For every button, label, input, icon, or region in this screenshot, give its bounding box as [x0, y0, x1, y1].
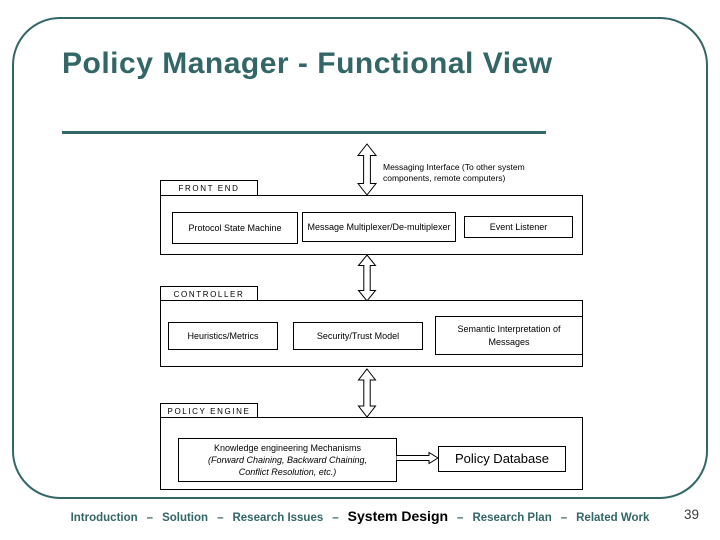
footer-nav-solution[interactable]: Solution: [162, 512, 209, 524]
policy-engine-section-label: POLICY ENGINE: [160, 403, 258, 418]
footer-nav-related-work[interactable]: Related Work: [576, 512, 650, 524]
knowledge-mechanisms-line1: Knowledge engineering Mechanisms: [213, 442, 362, 453]
footer-separator: –: [146, 512, 154, 524]
knowledge-mechanisms-line2: (Forward Chaining, Backward Chaining,: [207, 454, 368, 465]
footer-separator: –: [457, 512, 464, 524]
messaging-interface-note: Messaging Interface (To other system com…: [383, 162, 525, 184]
double-arrow-messaging-icon: [356, 143, 378, 196]
footer-nav-research-plan[interactable]: Research Plan: [472, 512, 552, 524]
controller-section-label: CONTROLLER: [160, 286, 258, 301]
double-arrow-controller-policyengine-icon: [357, 368, 377, 418]
footer-separator: –: [332, 512, 339, 524]
heuristics-metrics-box: Heuristics/Metrics: [168, 322, 278, 350]
knowledge-mechanisms-box: Knowledge engineering Mechanisms (Forwar…: [178, 438, 397, 482]
footer-section-nav: Introduction – Solution – Research Issue…: [70, 508, 650, 530]
footer-nav-research-issues[interactable]: Research Issues: [232, 512, 324, 524]
footer-nav-system-design[interactable]: System Design: [347, 508, 449, 524]
message-multiplexer-box: Message Multiplexer/De-multiplexer: [302, 212, 456, 242]
front-end-section-label: FRONT END: [160, 180, 258, 196]
knowledge-mechanisms-line3: Conflict Resolution, etc.): [238, 467, 337, 478]
policy-database-box: Policy Database: [438, 446, 566, 472]
title-underline: [62, 131, 546, 134]
page-title: Policy Manager - Functional View: [62, 47, 553, 80]
footer-separator: –: [560, 512, 568, 524]
footer-separator: –: [217, 512, 224, 524]
protocol-state-machine-box: Protocol State Machine: [172, 212, 298, 244]
slide-border: [12, 17, 708, 499]
page-number: 39: [684, 507, 700, 522]
double-arrow-frontend-controller-icon: [357, 254, 377, 302]
security-trust-model-box: Security/Trust Model: [293, 322, 423, 350]
footer-nav-introduction[interactable]: Introduction: [70, 512, 138, 524]
connector-arrow-knowledge-to-database-icon: [396, 451, 439, 465]
semantic-interpretation-box: Semantic Interpretation of Messages: [435, 316, 583, 355]
event-listener-box: Event Listener: [464, 216, 573, 238]
